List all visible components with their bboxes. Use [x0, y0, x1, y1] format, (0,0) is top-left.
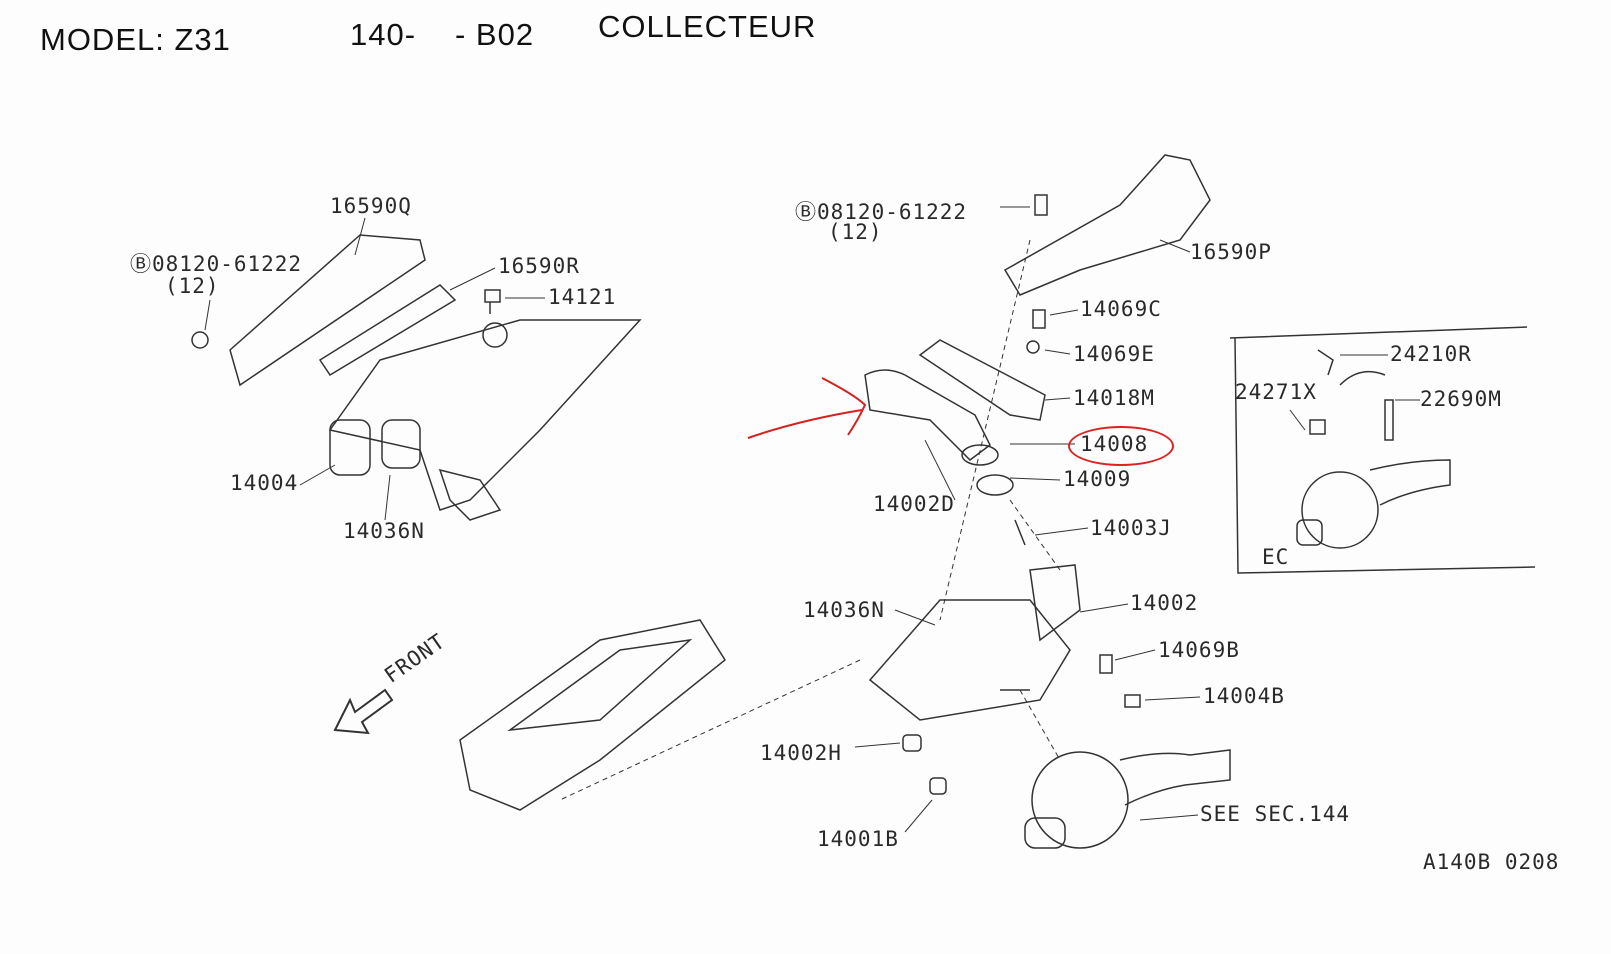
part-label-14069B: 14069B	[1158, 638, 1240, 662]
part-label-14001B: 14001B	[817, 827, 899, 851]
part-label-14002D: 14002D	[873, 492, 955, 516]
part-label-14002: 14002	[1130, 591, 1199, 615]
part-label-14004: 14004	[230, 471, 299, 495]
section-number: 140-	[350, 17, 417, 52]
bolt-label-center: Ⓑ08120-61222	[795, 200, 968, 224]
group-code: - B02	[455, 17, 535, 52]
part-label-14069E: 14069E	[1073, 342, 1155, 366]
left-leader-lines	[204, 217, 545, 521]
part-label-14036N-center: 14036N	[803, 598, 885, 622]
part-label-14003J: 14003J	[1090, 516, 1172, 540]
part-label-24210R: 24210R	[1390, 342, 1472, 366]
part-label-22690M: 22690M	[1420, 387, 1502, 411]
center-parts	[459, 154, 1231, 849]
figure-code: A140B 0208	[1423, 850, 1560, 874]
bolt-qty-center: (12)	[828, 220, 883, 244]
see-section-reference: SEE SEC.144	[1200, 802, 1351, 826]
part-label-14008: 14008	[1080, 432, 1149, 456]
ec-inset-box	[1229, 326, 1536, 574]
model-label: MODEL: Z31	[40, 22, 231, 57]
bolt-qty-left: (12)	[165, 274, 220, 298]
diagram-title: COLLECTEUR	[598, 9, 817, 44]
part-label-14036N-left: 14036N	[343, 519, 425, 543]
part-label-14009: 14009	[1063, 467, 1132, 491]
bolt-label-left: Ⓑ08120-61222	[130, 252, 303, 276]
center-leader-lines	[559, 239, 1061, 801]
center-label-leaders	[854, 206, 1201, 833]
part-label-14004B: 14004B	[1203, 684, 1285, 708]
ec-box-label: EC	[1262, 545, 1290, 569]
part-label-14018M: 14018M	[1073, 386, 1155, 410]
part-label-14121: 14121	[548, 285, 617, 309]
left-heat-shield	[191, 234, 642, 521]
part-label-24271X: 24271X	[1235, 380, 1317, 404]
part-label-16590P: 16590P	[1190, 240, 1272, 264]
part-label-14002H: 14002H	[760, 741, 842, 765]
part-label-14069C: 14069C	[1080, 297, 1162, 321]
part-label-16590Q: 16590Q	[330, 194, 412, 218]
part-label-16590R: 16590R	[498, 254, 580, 278]
front-arrow-icon	[333, 688, 394, 735]
red-highlight-circle	[1068, 426, 1174, 466]
red-annotation-arrow-icon	[747, 377, 867, 439]
